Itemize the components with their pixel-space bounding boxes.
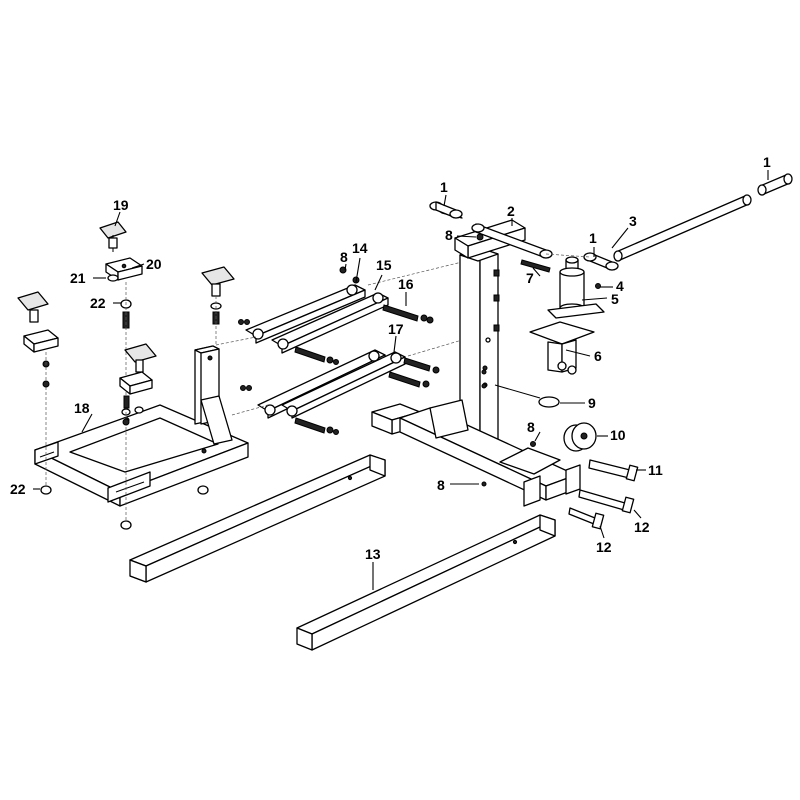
callout-16-bolts: 16 [398, 276, 414, 292]
callout-8-arm: 8 [340, 249, 348, 265]
callout-labels: 1 1 1 2 3 4 5 6 7 8 8 8 8 9 10 11 12 12 … [10, 154, 771, 562]
callout-12-bolt-left: 12 [596, 539, 612, 555]
roller-wheel [563, 422, 597, 452]
callout-10-roller: 10 [610, 427, 626, 443]
callout-17-lower-arms: 17 [388, 321, 404, 337]
callout-18-frame: 18 [74, 400, 90, 416]
callout-5-jack: 5 [611, 291, 619, 307]
callout-20-clamp-block: 20 [146, 256, 162, 272]
callout-1-right-pin: 1 [589, 230, 597, 246]
callout-14-arm: 14 [352, 240, 368, 256]
callout-3-handle: 3 [629, 213, 637, 229]
lock-pin-9 [481, 369, 560, 408]
handle-bar [613, 173, 793, 262]
hydraulic-jack [547, 256, 605, 319]
callout-1-handle-end: 1 [763, 154, 771, 170]
callout-22-nut-upper: 22 [90, 295, 106, 311]
clamp-assembly-center [119, 343, 157, 426]
callout-7-pin: 7 [526, 270, 534, 286]
top-pins [429, 201, 619, 271]
callout-19-clamp-pad: 19 [113, 197, 129, 213]
callout-12-bolt-right: 12 [634, 519, 650, 535]
callout-9-lock-pin: 9 [588, 395, 596, 411]
clamp-assembly-upper [99, 221, 143, 530]
upper-link-arms [238, 266, 389, 354]
callout-8-top: 8 [445, 227, 453, 243]
callout-6-bracket: 6 [594, 348, 602, 364]
callout-22-nut-lower: 22 [10, 481, 26, 497]
leg-left [129, 454, 386, 583]
callout-11-bolt: 11 [648, 462, 663, 478]
callout-4-cap: 4 [616, 278, 624, 294]
leader-lines [33, 170, 769, 590]
leg-right [296, 514, 556, 651]
lower-link-arms [240, 349, 406, 419]
callout-1-left-pin: 1 [440, 179, 448, 195]
callout-15-arm: 15 [376, 257, 392, 273]
base-frame [34, 345, 249, 507]
upper-bolts [294, 304, 434, 365]
beam-bolts [568, 459, 639, 530]
callout-13-leg: 13 [365, 546, 381, 562]
callout-8-beam: 8 [437, 477, 445, 493]
lower-bolts [294, 357, 440, 435]
clamp-assembly-right [197, 266, 235, 495]
callout-2-upright: 2 [507, 203, 515, 219]
callout-8-roller: 8 [527, 419, 535, 435]
main-beam [371, 399, 581, 507]
small-pin-7 [476, 233, 551, 273]
main-upright [454, 219, 526, 448]
callout-21-washer: 21 [70, 270, 86, 286]
jack-bracket [529, 321, 595, 375]
clamp-assembly-left [17, 291, 59, 495]
